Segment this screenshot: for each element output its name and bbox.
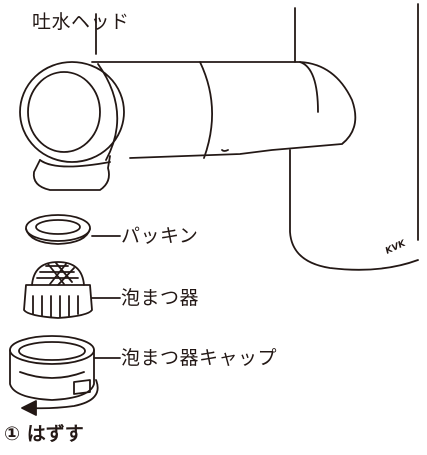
aerator-cap (9, 335, 121, 401)
label-aerator: 泡まつ器 (121, 287, 200, 309)
brand-logo-kvk: KVK (384, 238, 408, 256)
step-caption: ① はずす (4, 423, 84, 445)
label-aerator-cap: 泡まつ器キャップ (121, 347, 278, 369)
spout-head (19, 13, 357, 191)
aerator (23, 261, 121, 319)
packing-ring (25, 214, 121, 245)
step-number: ① (4, 423, 21, 445)
label-packing: パッキン (121, 225, 199, 247)
label-spout-head: 吐水ヘッド (32, 11, 130, 33)
faucet-body: KVK (289, 3, 419, 271)
step-instruction: はずす (26, 423, 84, 445)
turn-arrow (21, 379, 99, 416)
